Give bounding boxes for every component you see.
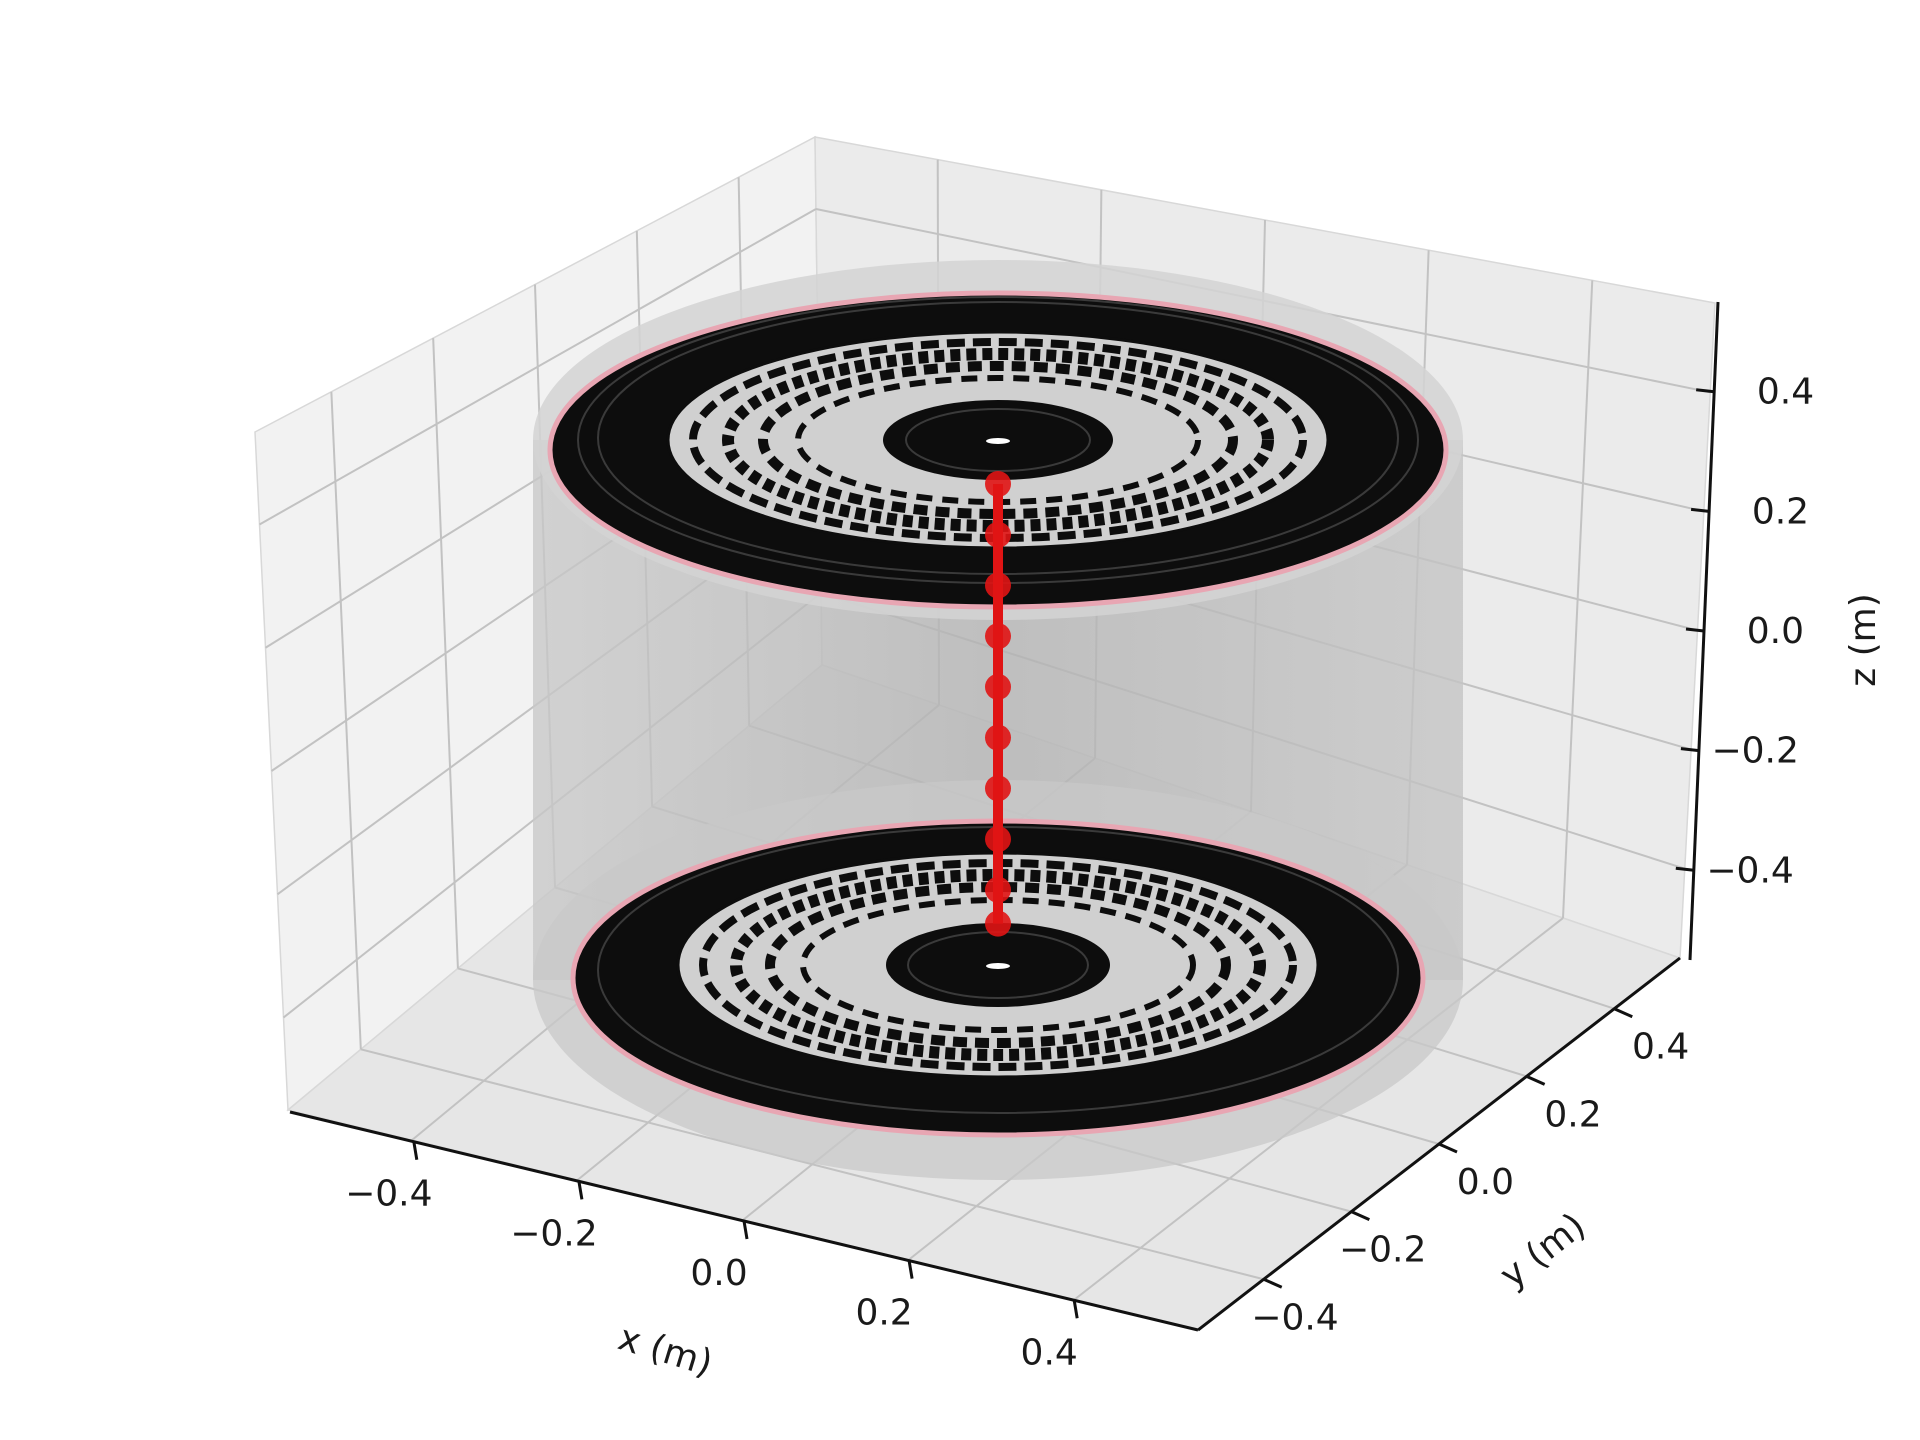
series-marker (985, 826, 1011, 853)
y-tick (1526, 1074, 1546, 1086)
z-tick-label: 0.4 (1757, 372, 1814, 413)
x-tick-label: −0.2 (510, 1213, 597, 1254)
x-tick (577, 1181, 584, 1200)
gridline-x-wall (1562, 280, 1594, 919)
y-tick-label: 0.2 (1544, 1094, 1601, 1135)
y-tick-label: 0.0 (1457, 1162, 1514, 1203)
x-axis-label: x (m) (614, 1317, 718, 1384)
z-tick-label: 0.0 (1747, 611, 1804, 652)
top-coil (547, 290, 1449, 610)
y-tick (1263, 1277, 1283, 1289)
top-coil-dash-ring-2 (722, 348, 1274, 532)
x-tick-label: 0.2 (855, 1293, 912, 1334)
series-marker (985, 673, 1011, 700)
z-tick (1675, 866, 1694, 872)
x-tick (742, 1220, 749, 1240)
series-layer (985, 471, 1011, 937)
top-coil-dash-ring-1 (689, 338, 1307, 542)
top-coil-center (986, 438, 1010, 444)
series-marker (985, 623, 1011, 650)
z-tick-label: −0.4 (1706, 850, 1793, 891)
gridline-z-left (259, 208, 817, 526)
series-marker (985, 572, 1011, 599)
z-tick-label: −0.2 (1711, 731, 1798, 772)
gridline-y-floor (360, 1048, 1264, 1281)
x-tick (907, 1260, 914, 1279)
x-tick-label: 0.0 (690, 1253, 747, 1294)
gridline-y-wall (432, 338, 459, 969)
y-tick-label: −0.4 (1251, 1297, 1338, 1338)
z-tick-label: 0.2 (1752, 491, 1809, 532)
y-tick (1438, 1142, 1458, 1154)
series-marker (985, 471, 1011, 497)
bottom-coil-dash-ring-2 (730, 869, 1266, 1061)
gridline-y-wall (330, 391, 362, 1050)
z-tick (1696, 388, 1715, 394)
series-marker (985, 775, 1011, 802)
y-tick-label: −0.2 (1339, 1230, 1426, 1271)
y-tick-label: 0.4 (1632, 1027, 1689, 1068)
z-tick (1680, 747, 1700, 753)
x-tick (1072, 1300, 1079, 1319)
series-marker (985, 876, 1011, 903)
z-axis-label: z (m) (1843, 593, 1884, 687)
z-tick (1690, 507, 1710, 513)
x-tick (412, 1141, 419, 1160)
series-marker (985, 724, 1011, 751)
bottom-coil-center (986, 963, 1010, 969)
top-coil-dash-ring-3 (758, 361, 1238, 519)
y-tick (1350, 1210, 1370, 1222)
bottom-coil (570, 818, 1426, 1138)
series-marker (985, 521, 1011, 548)
series-marker (985, 910, 1011, 937)
x-tick-label: −0.4 (345, 1174, 432, 1215)
z-tick (1685, 627, 1705, 633)
y-tick (1613, 1007, 1633, 1019)
y-axis-label: y (m) (1493, 1205, 1594, 1296)
bottom-coil-dash-ring-3 (765, 882, 1231, 1048)
x-tick-label: 0.4 (1021, 1332, 1078, 1373)
